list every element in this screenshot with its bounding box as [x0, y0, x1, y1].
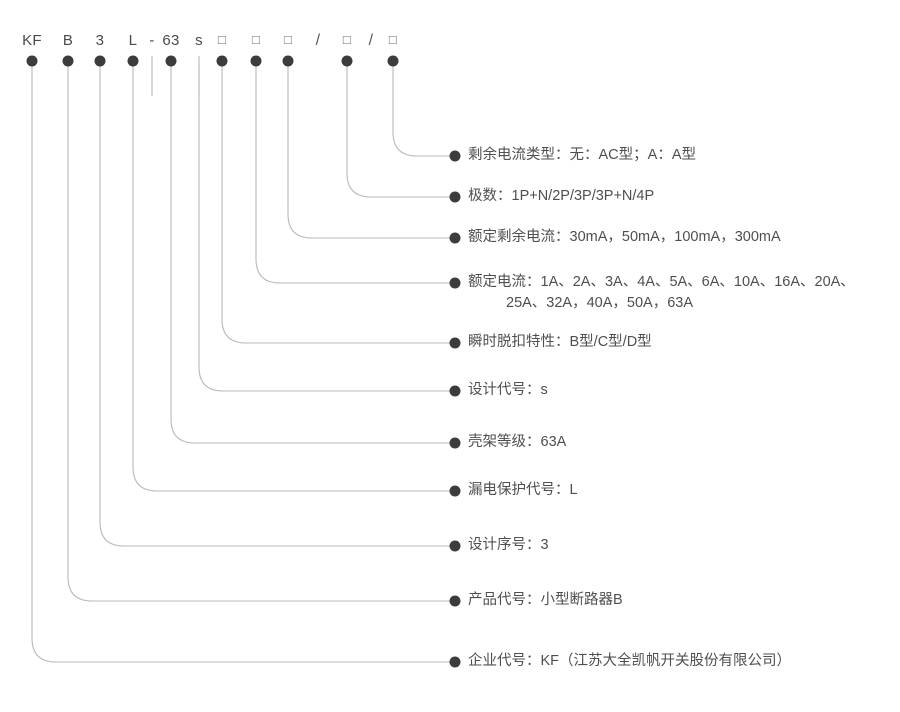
callout-label-residual-current-type: 剩余电流类型：无：AC型；A：A型 [468, 145, 696, 166]
model-code-token: / [315, 32, 321, 49]
leader-line-residual-current-type [392, 65, 456, 157]
callout-label-enterprise-code: 企业代号：KF（江苏大全凯帆开关股份有限公司） [468, 651, 791, 672]
callout-label-design-sequence-number: 设计序号：3 [468, 535, 549, 556]
callout-dot-rated-residual-current [449, 232, 461, 244]
callout-text-primary: 剩余电流类型：无：AC型；A：A型 [468, 147, 696, 163]
callout-dot-design-sequence-number [449, 540, 461, 552]
model-code-token: L [128, 32, 138, 49]
code-dot-group [26, 55, 399, 67]
callout-text-primary: 极数：1P+N/2P/3P/3P+N/4P [468, 188, 655, 204]
model-code-token: KF [22, 32, 42, 49]
callout-label-leakage-protection-code: 漏电保护代号：L [468, 480, 578, 501]
callout-dot-residual-current-type [449, 150, 461, 162]
model-code-dot [387, 55, 399, 67]
callout-label-rated-current: 额定电流：1A、2A、3A、4A、5A、6A、10A、16A、20A、 25A、3… [468, 272, 855, 314]
leader-line-enterprise-code [31, 65, 456, 663]
callout-text-primary: 设计代号：s [468, 382, 548, 398]
model-code-dot [165, 55, 177, 67]
callout-label-rated-residual-current: 额定剩余电流：30mA，50mA，100mA，300mA [468, 227, 781, 248]
callout-dot-group [449, 150, 461, 668]
callout-text-primary: 企业代号：KF（江苏大全凯帆开关股份有限公司） [468, 653, 792, 669]
callout-label-product-code: 产品代号：小型断路器B [468, 590, 623, 611]
callout-text-primary: 瞬时脱扣特性：B型/C型/D型 [468, 334, 652, 350]
callout-dot-design-code [449, 385, 461, 397]
model-code-token: 63 [162, 32, 180, 49]
model-code-token: - [149, 32, 155, 49]
model-code-dot [127, 55, 139, 67]
model-code-token: / [368, 32, 374, 49]
leader-line-design-sequence-number [99, 65, 456, 547]
callout-text-secondary: 25A、32A，40A，50A，63A [506, 295, 693, 311]
code-stem-group [151, 56, 200, 96]
leader-line-pole-number [346, 65, 456, 198]
model-code-dot [26, 55, 38, 67]
callout-label-design-code: 设计代号：s [468, 380, 548, 401]
callout-label-frame-rating: 壳架等级：63A [468, 432, 566, 453]
leader-line-rated-current [255, 65, 456, 284]
model-code-dot [250, 55, 262, 67]
model-code-token: □ [342, 32, 352, 47]
callout-dot-product-code [449, 595, 461, 607]
leader-line-instantaneous-trip-characteristic [221, 65, 456, 344]
leader-line-frame-rating [170, 65, 456, 444]
model-code-dot [341, 55, 353, 67]
callout-text-primary: 漏电保护代号：L [468, 482, 578, 498]
callout-text-primary: 壳架等级：63A [468, 434, 567, 450]
callout-dot-frame-rating [449, 437, 461, 449]
model-code-token: B [62, 32, 74, 49]
callout-dot-enterprise-code [449, 656, 461, 668]
callout-label-pole-number: 极数：1P+N/2P/3P/3P+N/4P [468, 186, 654, 207]
callout-dot-leakage-protection-code [449, 485, 461, 497]
model-code-dot [94, 55, 106, 67]
callout-dot-pole-number [449, 191, 461, 203]
model-code-token: 3 [95, 32, 105, 49]
callout-dot-instantaneous-trip-characteristic [449, 337, 461, 349]
model-code-token: □ [283, 32, 293, 47]
model-code-token: s [195, 32, 203, 49]
leader-line-design-code [198, 65, 456, 392]
callout-dot-rated-current [449, 277, 461, 289]
leader-line-rated-residual-current [287, 65, 456, 239]
callout-text-primary: 额定电流：1A、2A、3A、4A、5A、6A、10A、16A、20A、 [468, 274, 855, 290]
model-code-token: □ [388, 32, 398, 47]
callout-label-instantaneous-trip-characteristic: 瞬时脱扣特性：B型/C型/D型 [468, 332, 652, 353]
model-code-dot [216, 55, 228, 67]
model-code-dot [282, 55, 294, 67]
callout-text-primary: 设计序号：3 [468, 537, 549, 553]
callout-text-primary: 额定剩余电流：30mA，50mA，100mA，300mA [468, 229, 781, 245]
leader-line-product-code [67, 65, 456, 602]
leader-line-leakage-protection-code [132, 65, 456, 492]
model-code-token: □ [251, 32, 261, 47]
leader-path-group [31, 65, 456, 663]
model-code-token: □ [217, 32, 227, 47]
callout-text-primary: 产品代号：小型断路器B [468, 592, 623, 608]
model-code-dot [62, 55, 74, 67]
